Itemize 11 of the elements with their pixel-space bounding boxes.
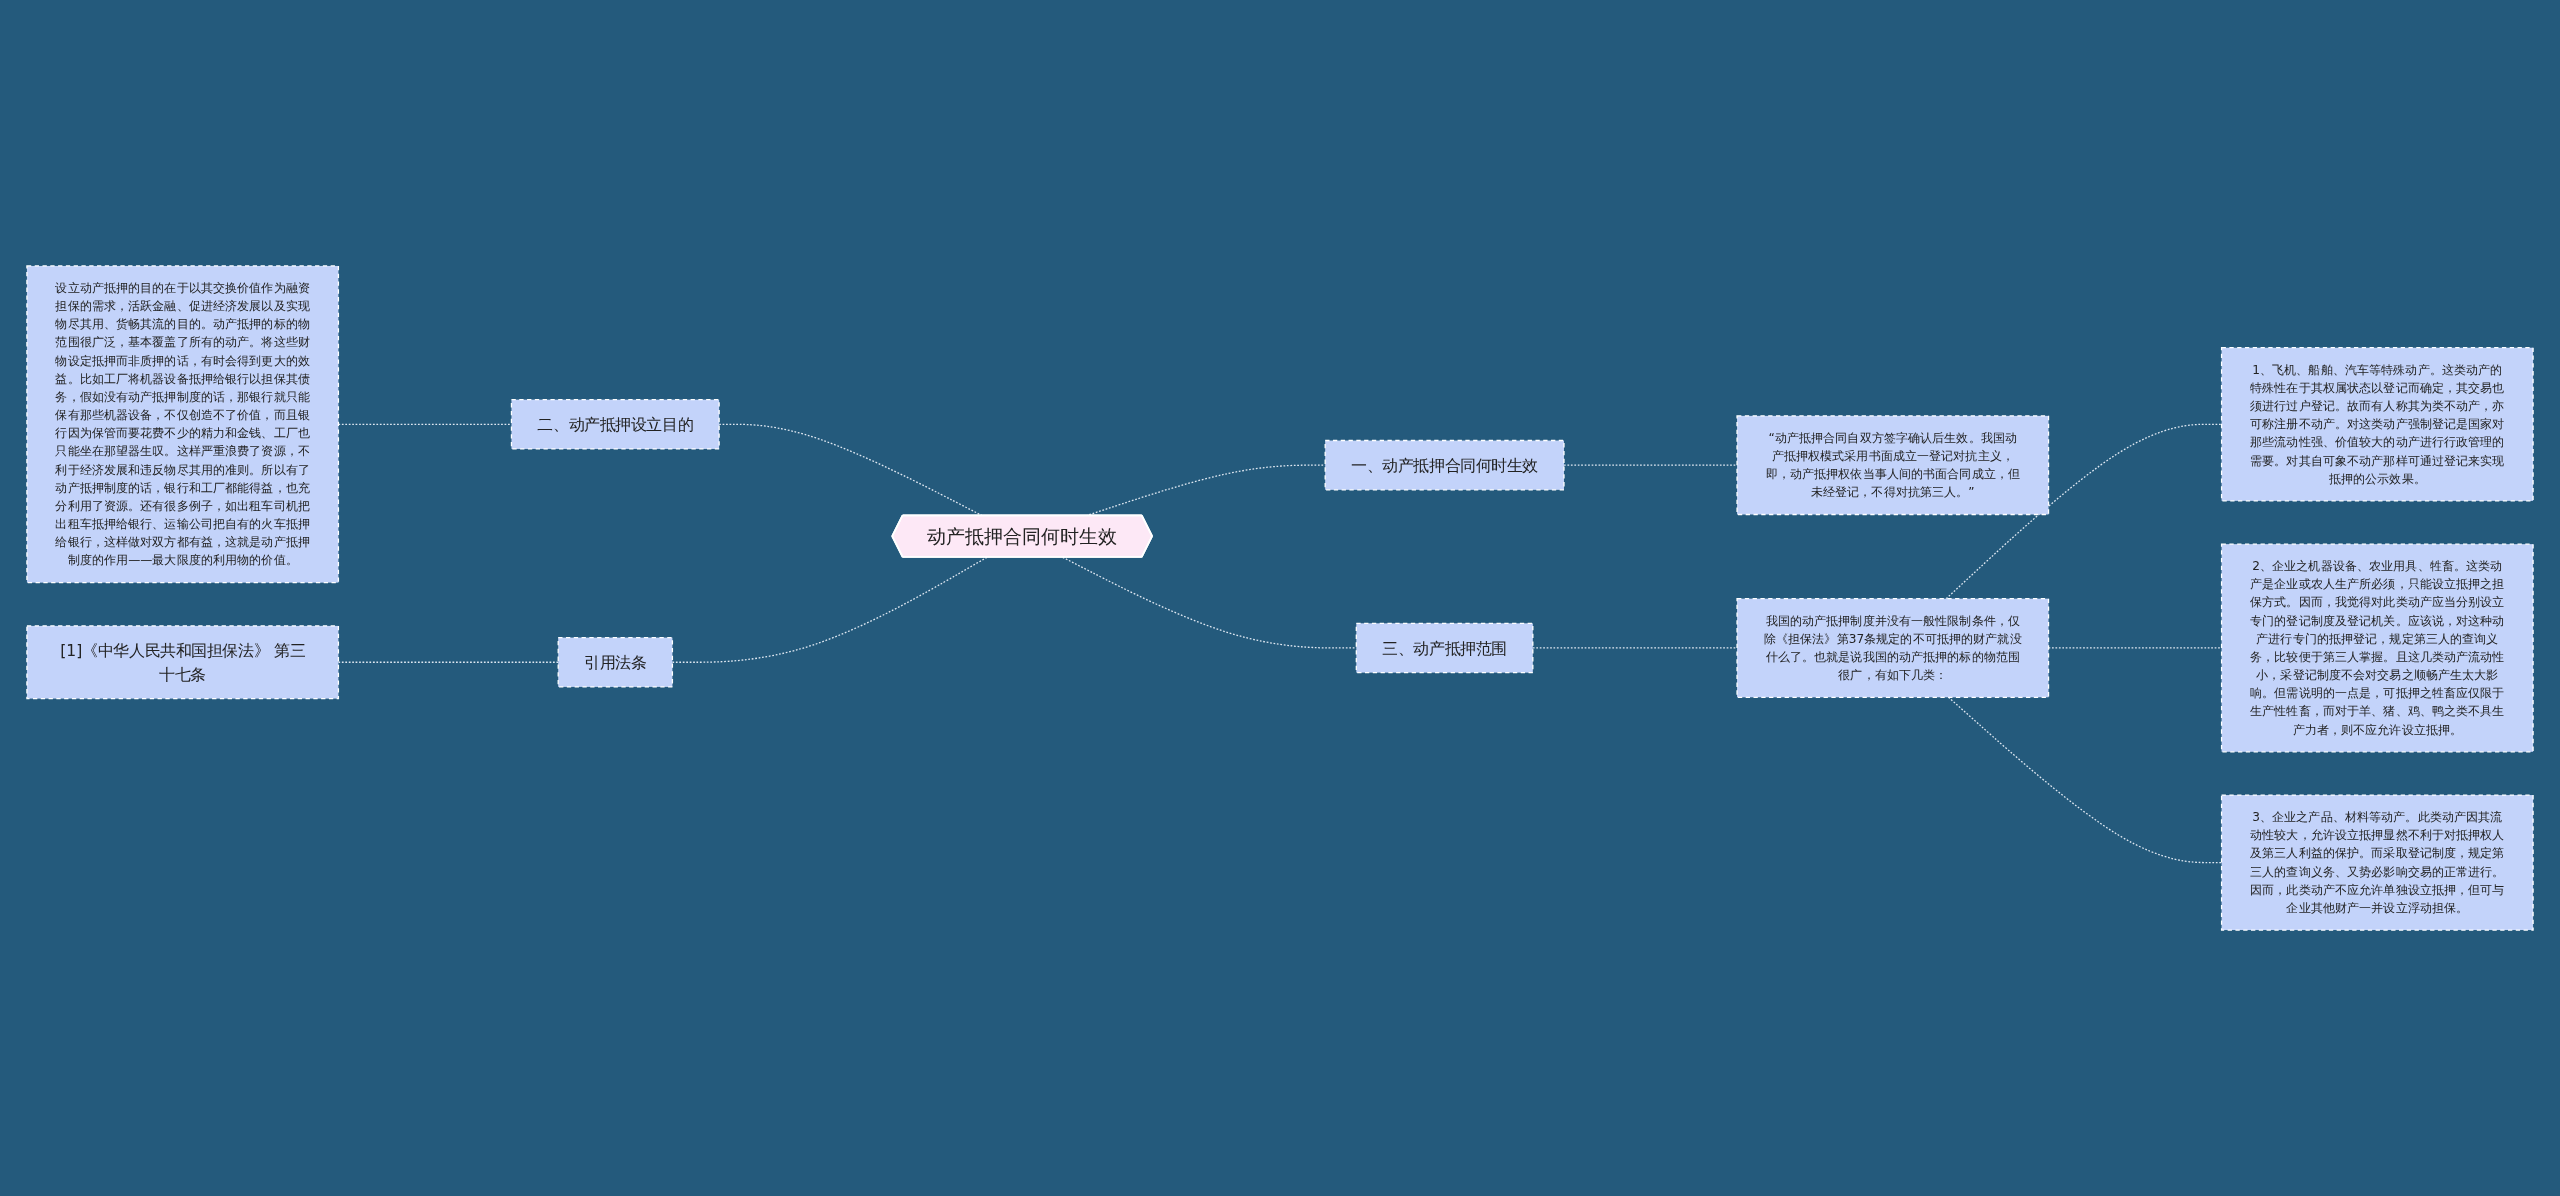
node-box: 三、动产抵押范围 [1355, 622, 1534, 674]
node-box: 3、企业之产品、材料等动产。此类动产因其流动性较大，允许设立抵押显然不利于对抵押权人及第三人利益的保护。而采取登记制度，规定第三人的查询义务、又势必影响交易的正常进行。因而，此类动产不应允许单独设立抵押，但可与企业其他财产一并设立浮动担保。 [2220, 794, 2534, 931]
node-box: 设立动产抵押的目的在于以其交换价值作为融资担保的需求，活跃金融、促进经济发展以及实现物尽其用、货畅其流的目的。动产抵押的标的物范围很广泛，基本覆盖了所有的动产。将这些财物设定抵押而非质押的话，有时会得到更大的效益。比如工厂将机器设备抵押给银行以担保其债务，假如没有动产抵押制度的话，那银行就只能保有那些机器设备，不仅创造不了价值，而且银行因为保管而要花费不少的精力和金钱、工厂也只能坐在那望器生叹。这样严重浪费了资源，不利于经济发展和违反物尽其用的准则。所以有了动产抵押制度的话，银行和工厂都能得益，也充分利用了资源。还有很多例子，如出租车司机把出租车抵押给银行、运输公司把自有的火车抵押给银行，这样做对双方都有益，这就是动产抵押制度的作用——最大限度的利用物的价值。 [26, 265, 340, 584]
node-box: 二、动产抵押设立目的 [510, 399, 720, 450]
node-box: “动产抵押合同自双方签字确认后生效。我国动产抵押权模式采用书面成立一登记对抗主义，即，动产抵押权依当事人间的书面合同成立，但未经登记，不得对抗第三人。” [1736, 415, 2050, 516]
node-box: 1、飞机、船舶、汽车等特殊动产。这类动产的特殊性在于其权属状态以登记而确定，其交易也须进行过户登记。故而有人称其为类不动产，亦可称注册不动产。对这类动产强制登记是国家对那些流动性强、价值较大的动产进行行政管理的需要。对其自可象不动产那样可通过登记来实现抵押的公示效果。 [2220, 347, 2534, 502]
node-box: 一、动产抵押合同何时生效 [1324, 439, 1565, 491]
node-box: [1]《中华人民共和国担保法》 第三十七条 [26, 625, 340, 700]
node-box: 我国的动产抵押制度并没有一般性限制条件，仅除《担保法》第37条规定的不可抵押的财产就没什么了。也就是说我国的动产抵押的标的物范围很广，有如下几类： [1736, 598, 2050, 698]
node-box: 引用法条 [557, 636, 674, 688]
node-box: 2、企业之机器设备、农业用具、牲畜。这类动产是企业或农人生产所必须，只能设立抵押之担保方式。因而，我觉得对此类动产应当分别设立专门的登记制度及登记机关。应该说，对这种动产进行专门的抵押登记，规定第三人的查询义务，比较便于第三人掌握。且这几类动产流动性小，采登记制度不会对交易之顺畅产生太大影响。但需说明的一点是，可抵押之牲畜应仅限于生产性牲畜，而对于羊、猪、鸡、鸭之类不具生产力者，则不应允许设立抵押。 [2220, 543, 2534, 753]
